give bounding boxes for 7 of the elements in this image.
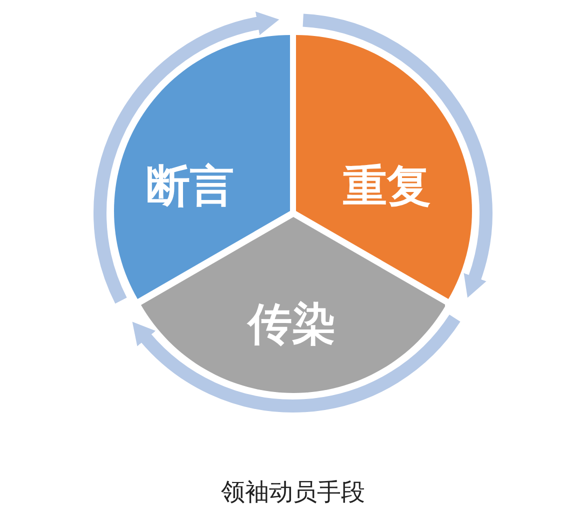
pie-sector <box>140 217 446 393</box>
pie-sector <box>296 35 472 299</box>
sector-label: 传染 <box>248 303 336 347</box>
caption: 领袖动员手段 <box>221 477 365 508</box>
sector-label: 断言 <box>146 165 234 209</box>
pie-sector <box>114 35 290 299</box>
sector-label: 重复 <box>342 165 431 209</box>
